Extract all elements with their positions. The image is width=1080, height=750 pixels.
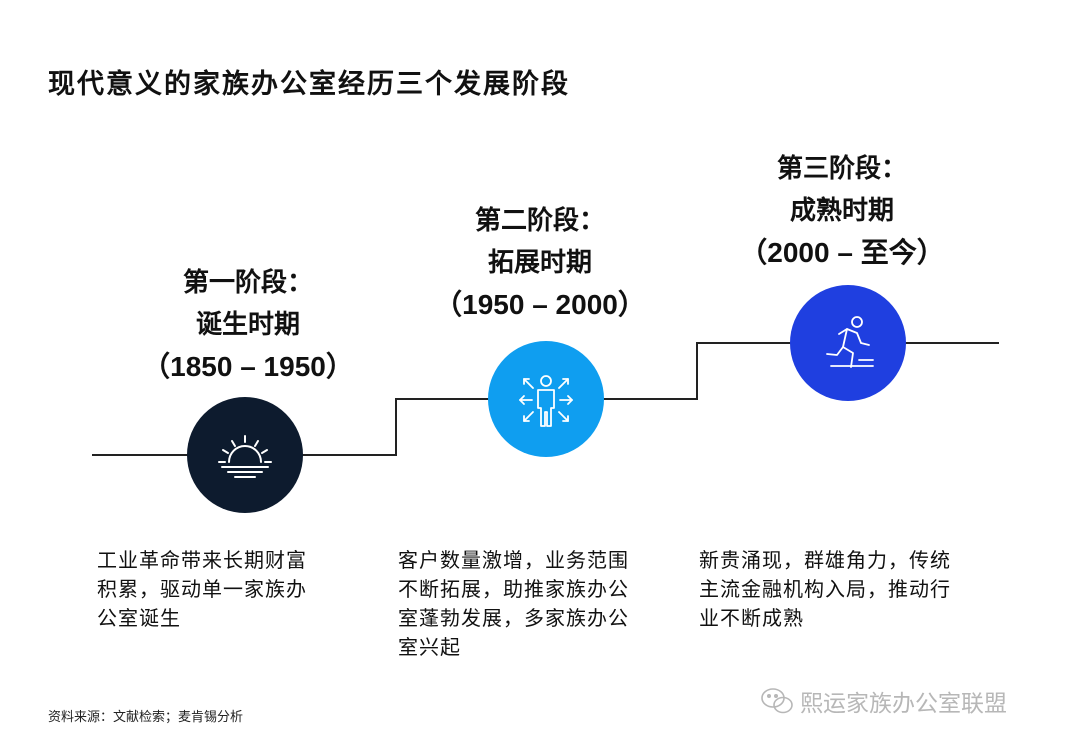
stage-1-years: （1850 – 1950）	[142, 351, 354, 382]
stage-3-heading-block: 第三阶段： 成熟时期 （2000 – 至今）	[722, 148, 962, 274]
stage-3-desc-line: 业不断成熟	[699, 606, 804, 630]
sunrise-icon	[218, 435, 272, 478]
stage-1-circle	[187, 397, 303, 513]
stage-2-heading-block: 第二阶段： 拓展时期 （1950 – 2000）	[420, 200, 660, 326]
stage-2-heading: 第二阶段：	[474, 206, 605, 236]
person-expand-icon	[519, 375, 573, 427]
stage-1-description: 工业革命带来长期财富 积累，驱动单一家族办 公室诞生	[97, 546, 307, 633]
running-person-icon	[826, 316, 874, 368]
stage-3-desc-line: 新贵涌现，群雄角力，传统	[699, 548, 951, 572]
stage-1-heading-block: 第一阶段： 诞生时期 （1850 – 1950）	[128, 262, 368, 388]
wechat-icon	[761, 688, 793, 714]
stage-3-years: （2000 – 至今）	[739, 237, 945, 268]
stage-1-name: 诞生时期	[195, 310, 300, 340]
stage-2-desc-line: 客户数量激增，业务范围	[398, 548, 629, 572]
stage-2-circle	[488, 341, 604, 457]
stage-3-description: 新贵涌现，群雄角力，传统 主流金融机构入局，推动行 业不断成熟	[699, 546, 951, 633]
stage-3-desc-line: 主流金融机构入局，推动行	[699, 577, 951, 601]
stage-2-desc-line: 不断拓展，助推家族办公	[398, 577, 629, 601]
watermark: 熙运家族办公室联盟	[760, 684, 1007, 718]
watermark-text: 熙运家族办公室联盟	[800, 691, 1007, 717]
stage-1-desc-line: 工业革命带来长期财富	[97, 548, 307, 572]
stage-1-heading: 第一阶段：	[182, 268, 313, 298]
source-note: 资料来源：文献检索；麦肯锡分析	[48, 710, 244, 725]
stage-3-circle	[790, 285, 906, 401]
stage-1-desc-line: 公室诞生	[97, 606, 181, 630]
stage-2-desc-line: 室蓬勃发展，多家族办公	[398, 606, 629, 630]
stage-3-name: 成熟时期	[789, 196, 894, 226]
page-title: 现代意义的家族办公室经历三个发展阶段	[48, 69, 570, 100]
stage-2-name: 拓展时期	[487, 248, 592, 278]
stage-2-description: 客户数量激增，业务范围 不断拓展，助推家族办公 室蓬勃发展，多家族办公 室兴起	[398, 546, 629, 662]
stage-3-heading: 第三阶段：	[776, 154, 907, 184]
stage-1-desc-line: 积累，驱动单一家族办	[97, 577, 307, 601]
stage-2-desc-line: 室兴起	[398, 635, 461, 659]
stage-2-years: （1950 – 2000）	[434, 289, 646, 320]
